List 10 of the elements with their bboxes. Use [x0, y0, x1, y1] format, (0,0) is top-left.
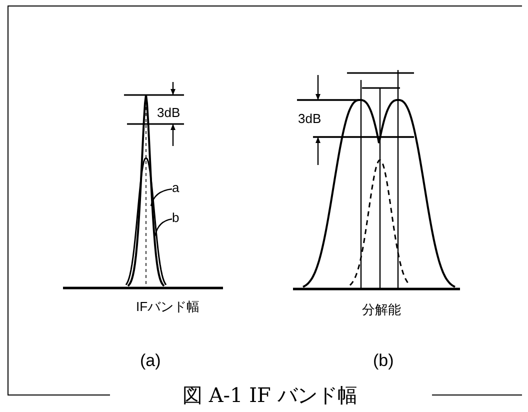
leader-line [154, 218, 172, 236]
dimension-text: 3dB [298, 112, 322, 125]
axis-caption: 分解能 [362, 303, 401, 316]
panel-label: (a) [140, 352, 161, 369]
leader-line [150, 188, 172, 206]
curve-label: b [172, 211, 180, 224]
axis-caption: IFバンド幅 [136, 300, 200, 313]
panel-label: (b) [373, 352, 394, 369]
dimension-text: 3dB [157, 106, 180, 119]
curve-label: a [172, 181, 180, 194]
